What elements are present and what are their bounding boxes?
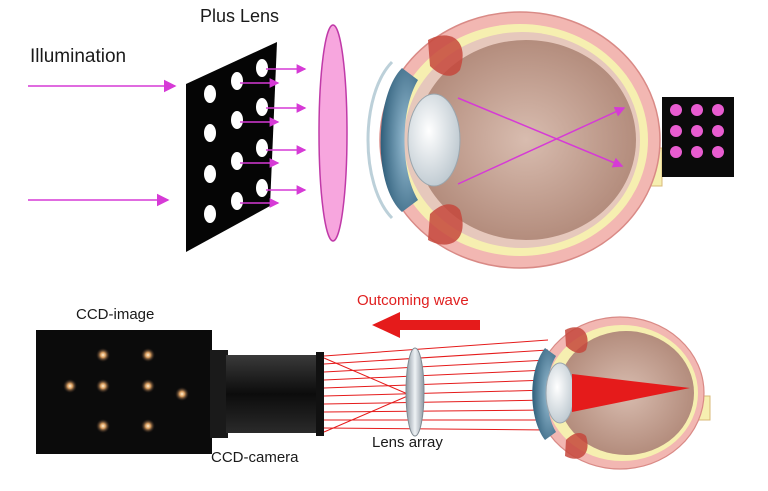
collimated-arrows: [240, 64, 307, 208]
lens-array-label: Lens array: [372, 434, 443, 451]
eye-top: [366, 11, 663, 269]
plus-lens: [318, 24, 348, 242]
ccd-image-spots: [63, 348, 189, 433]
eye-bottom: [532, 316, 711, 470]
outcoming-wave-label: Outcoming wave: [357, 292, 469, 309]
ccd-camera-label: CCD-camera: [211, 449, 299, 466]
plus-lens-label: Plus Lens: [200, 6, 280, 26]
illumination-label: Illumination: [30, 46, 127, 67]
pinhole-mask: [186, 42, 277, 252]
outcoming-wave-arrow: [372, 312, 480, 338]
illumination-arrows: [28, 79, 177, 207]
ccd-image-label: CCD-image: [76, 306, 155, 323]
wavefront-rays: [323, 339, 549, 433]
lens-array: [405, 347, 425, 437]
retinal-spot-pattern: [662, 97, 734, 177]
